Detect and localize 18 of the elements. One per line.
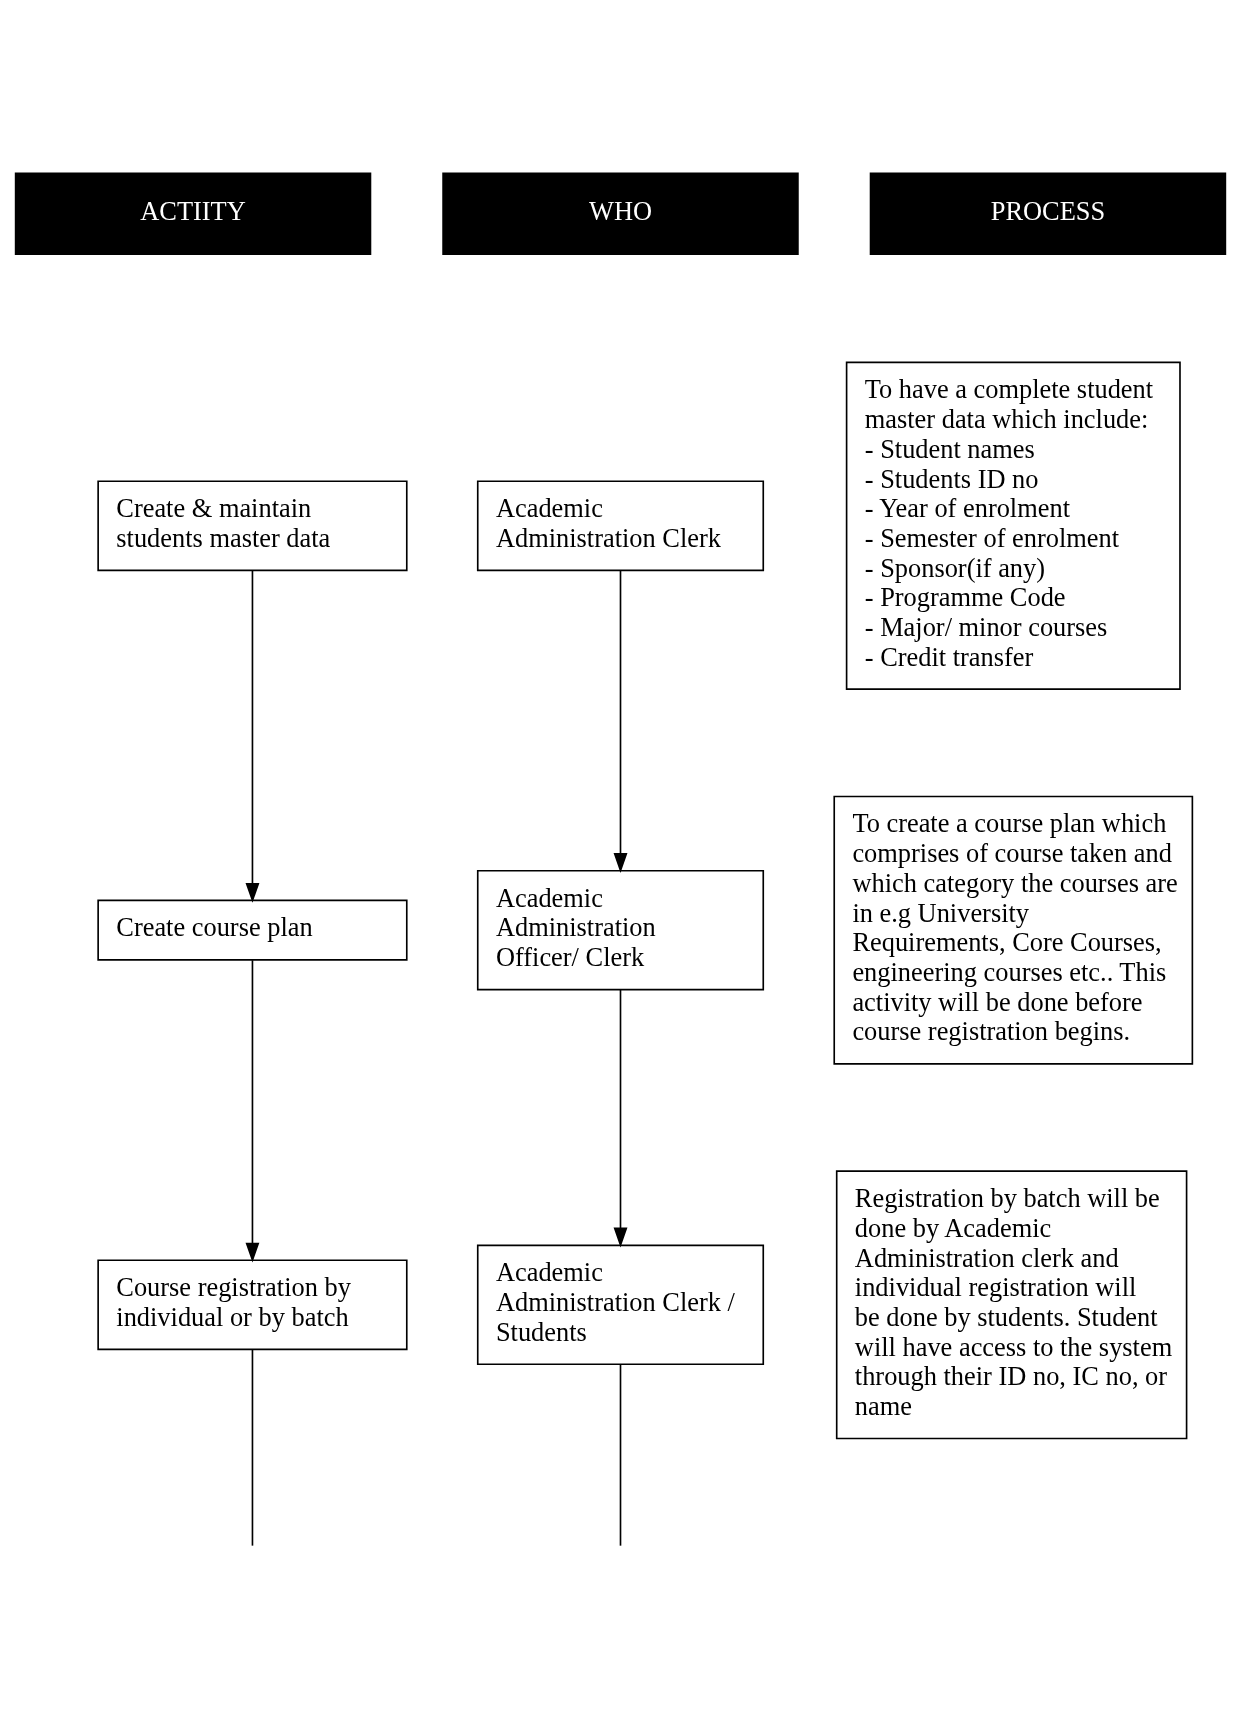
arrow — [613, 569, 628, 873]
label: ACTIITY — [140, 195, 246, 226]
label: PROCESS — [990, 195, 1106, 226]
node-box: Academic Administration Clerk — [476, 479, 765, 571]
label: WHO — [588, 195, 653, 226]
arrow — [613, 988, 628, 1247]
connector — [619, 1363, 622, 1546]
connector — [251, 1348, 254, 1546]
node-box: To create a course plan which comprises of course taken and which category the courses are in e.g University Requirements, Core Courses, engineering courses etc.. This activity will be done before course registration begins. — [833, 795, 1194, 1065]
node-box: Registration by batch will be done by Academic Administration clerk and individual registration will be done by students. Student will have access to the system through their ID no, IC no, or name — [835, 1169, 1188, 1439]
arrow — [245, 959, 260, 1262]
node-box: Academic Administration Officer/ Clerk — [476, 869, 765, 990]
node-box: Course registration by individual or by batch — [97, 1258, 408, 1350]
node-box: Create course plan — [97, 899, 408, 961]
node-box: To have a complete student master data which include: - Student names - Students ID no - Year of enrolment - Semester of enrolment - Sponsor(if any) - Programme Code - Major/ minor courses - Credit transfer — [845, 361, 1181, 690]
node-box: Create & maintain students master data — [97, 479, 408, 571]
node-box: Academic Administration Clerk / Students — [476, 1244, 765, 1365]
arrow — [245, 569, 260, 903]
